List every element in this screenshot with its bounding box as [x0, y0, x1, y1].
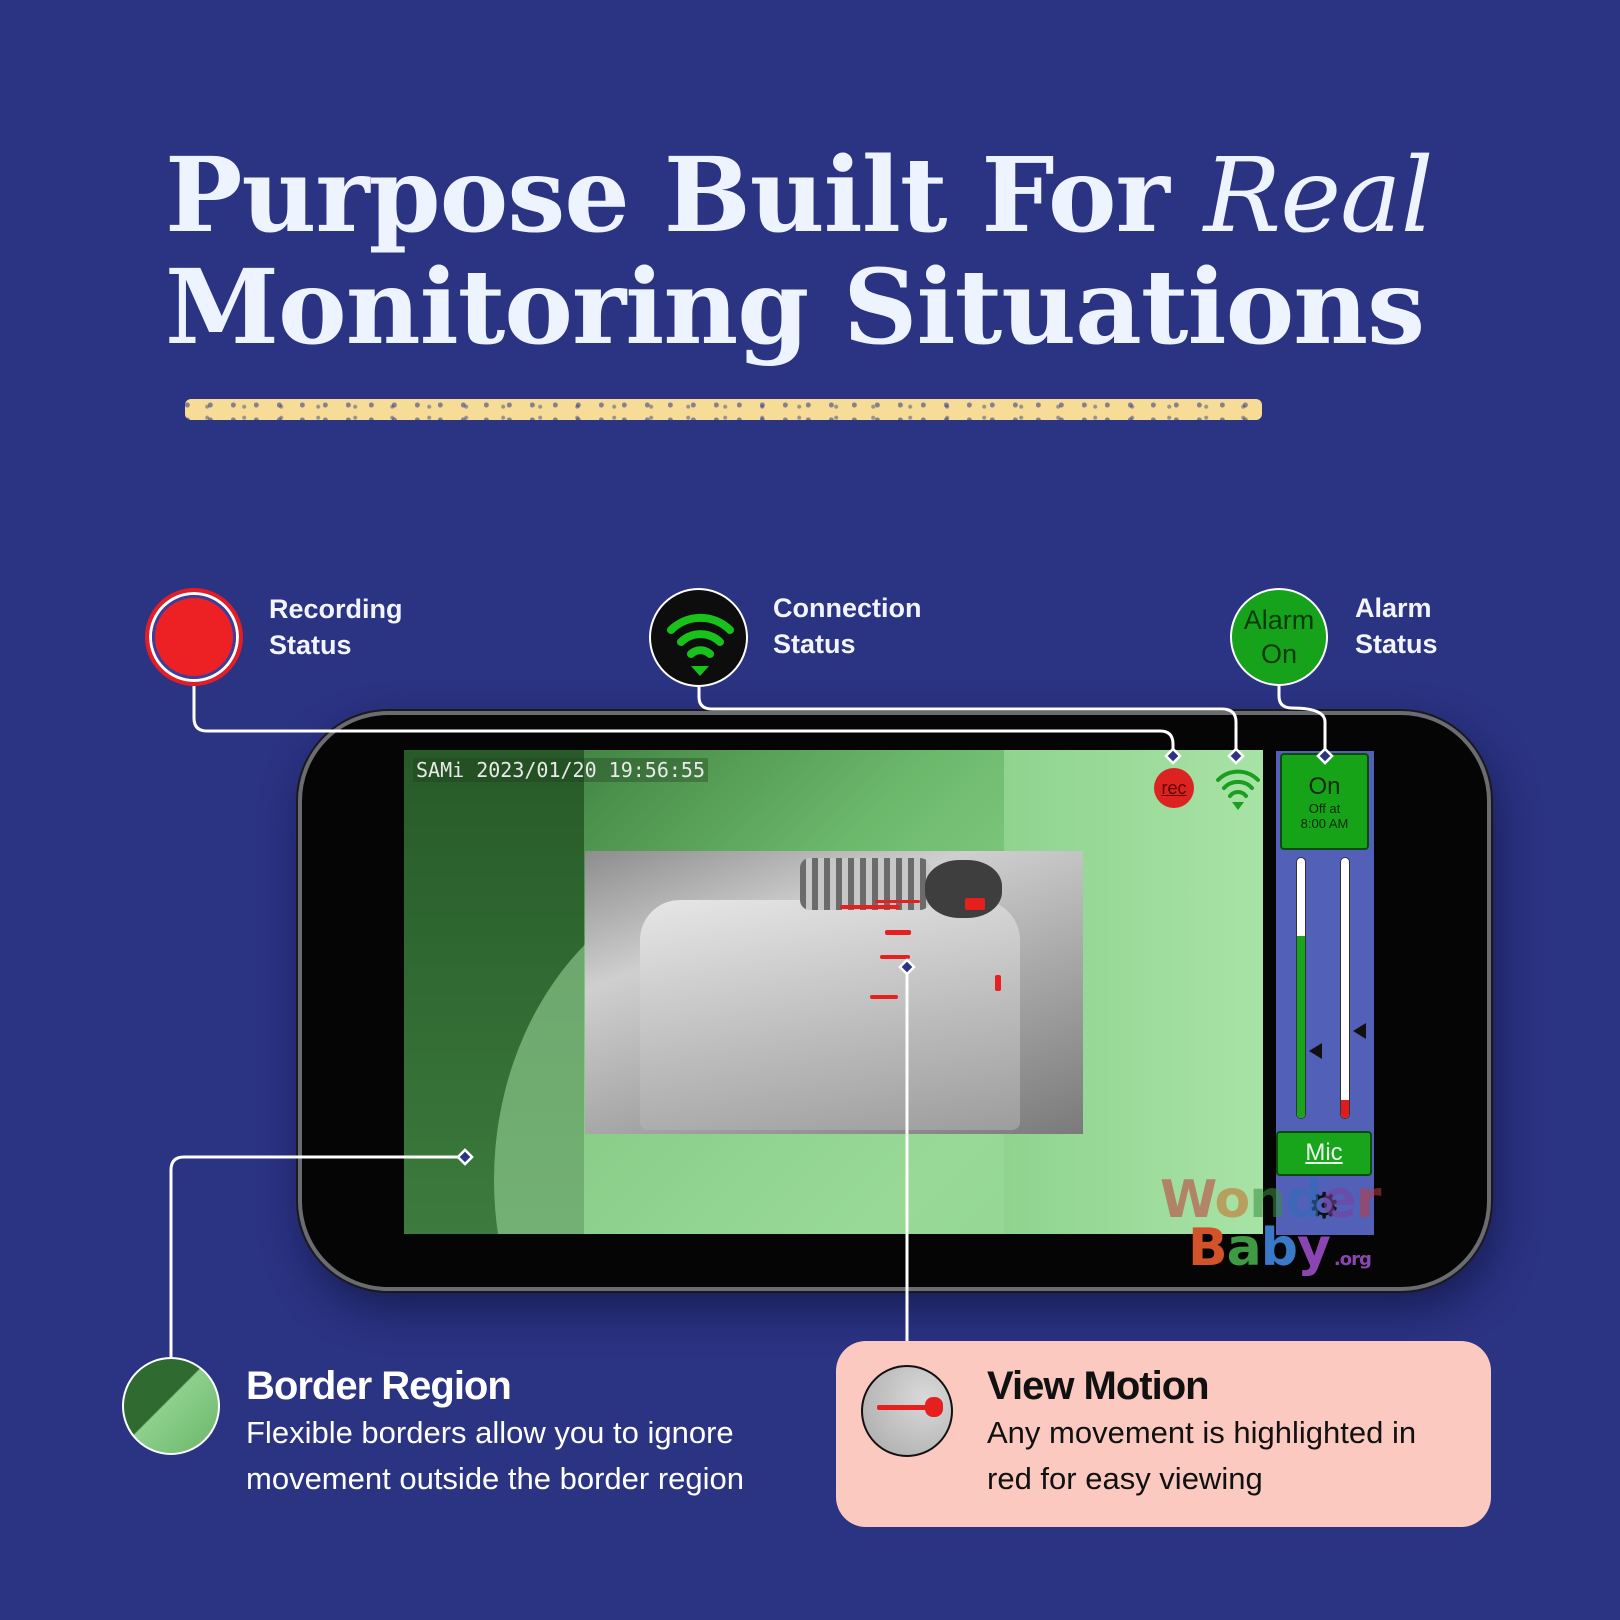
alarm-label-line2: Status	[1355, 629, 1438, 659]
sensitivity-slider-fill	[1297, 936, 1305, 1118]
page-title: Purpose Built For Real Monitoring Situat…	[165, 140, 1465, 364]
alarm-off-time: 8:00 AM	[1300, 816, 1349, 831]
baby-head	[925, 860, 1002, 918]
alarm-state: On	[1308, 773, 1341, 800]
rec-indicator: rec	[1154, 768, 1194, 808]
connection-status-icon	[649, 588, 748, 687]
blanket	[640, 900, 1020, 1130]
connection-label-line2: Status	[773, 629, 856, 659]
recording-status-label: Recording Status	[269, 591, 403, 663]
wifi-icon	[667, 613, 734, 676]
mic-button[interactable]: Mic	[1276, 1131, 1372, 1176]
recording-label-line2: Status	[269, 630, 352, 660]
alarm-off-label: Off at	[1308, 801, 1341, 816]
title-line1-prefix: Purpose Built For	[165, 135, 1204, 256]
wifi-icon	[1216, 769, 1260, 810]
alarm-badge-line1: Alarm	[1243, 605, 1315, 635]
alarm-toggle-button[interactable]: On Off at 8:00 AM	[1280, 753, 1369, 850]
border-region-text-line1: Flexible borders allow you to ignore	[246, 1415, 734, 1450]
view-motion-feature: View Motion Any movement is highlighted …	[987, 1362, 1477, 1502]
view-motion-text-line1: Any movement is highlighted in	[987, 1415, 1417, 1450]
alarm-status-label: Alarm Status	[1355, 590, 1438, 662]
border-region-feature: Border Region Flexible borders allow you…	[246, 1362, 806, 1502]
border-region-text-line2: movement outside the border region	[246, 1461, 745, 1496]
logo-line2: Baby.org	[1188, 1218, 1372, 1278]
recording-label-line1: Recording	[269, 594, 403, 624]
volume-slider-handle[interactable]	[1353, 1023, 1366, 1039]
motion-highlight	[840, 905, 900, 909]
camera-timestamp: SAMi 2023/01/20 19:56:55	[413, 758, 708, 782]
motion-highlight	[877, 1405, 929, 1410]
motion-highlight	[875, 900, 920, 903]
alarm-label-line1: Alarm	[1355, 593, 1432, 623]
title-line1-italic: Real	[1203, 136, 1434, 256]
sensitivity-slider-handle[interactable]	[1309, 1043, 1322, 1059]
motion-highlight	[885, 930, 911, 935]
motion-highlight	[880, 955, 910, 959]
motion-highlight	[925, 1397, 943, 1417]
volume-slider[interactable]	[1340, 857, 1350, 1119]
border-region-thumbnail	[122, 1357, 220, 1455]
motion-highlight	[995, 975, 1001, 991]
alarm-status-badge: Alarm On	[1230, 588, 1328, 686]
recording-status-icon	[145, 588, 243, 686]
border-region-title: Border Region	[246, 1364, 512, 1408]
view-motion-thumbnail	[861, 1365, 953, 1457]
gear-icon[interactable]: ⚙	[1308, 1185, 1341, 1226]
title-underline	[185, 399, 1262, 420]
wonderbaby-logo: Wonder Baby.org	[1160, 1170, 1381, 1284]
motion-highlight	[965, 898, 985, 910]
volume-slider-fill	[1341, 1099, 1349, 1118]
motion-highlight	[870, 995, 898, 999]
logo-line1: Wonder	[1160, 1170, 1381, 1230]
view-motion-title: View Motion	[987, 1364, 1210, 1408]
alarm-badge-line2: On	[1260, 639, 1298, 669]
title-line2: Monitoring Situations	[165, 247, 1425, 368]
sensitivity-slider[interactable]	[1296, 857, 1306, 1119]
connection-label-line1: Connection	[773, 593, 922, 623]
view-motion-text-line2: red for easy viewing	[987, 1461, 1263, 1496]
connection-status-label: Connection Status	[773, 590, 922, 662]
